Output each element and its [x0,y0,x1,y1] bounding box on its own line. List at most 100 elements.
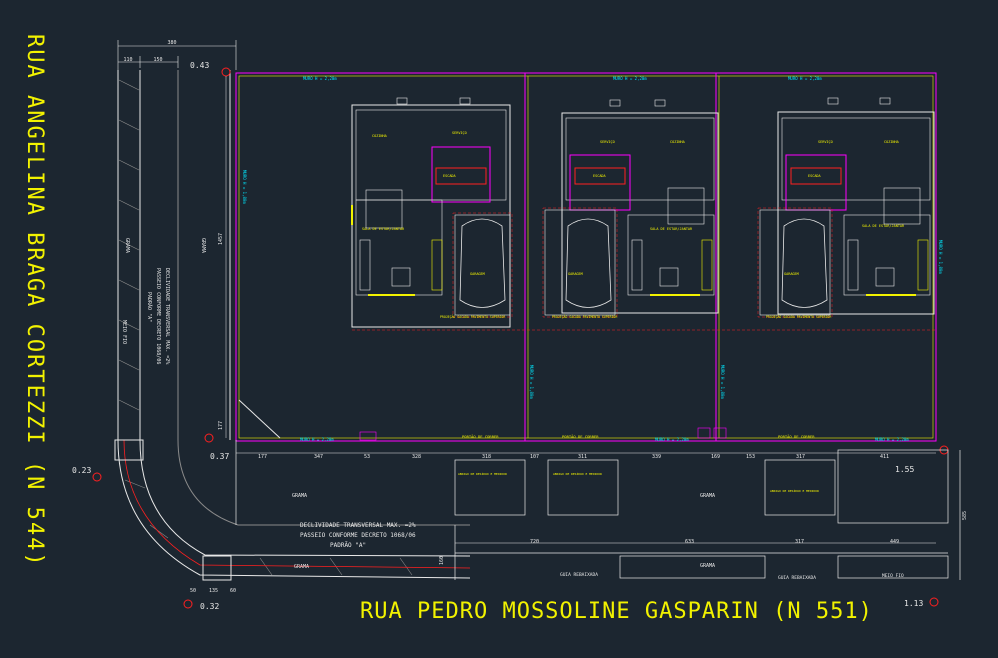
house3-garagem: GARAGEM [784,272,799,276]
level-marker [92,472,102,482]
padrao-vertical: PADRÃO "A" [146,292,153,322]
muro-side-3: MURO H = 1,80m [938,240,943,274]
guia-2: GUIA REBAIXADA [778,575,816,581]
block [454,459,526,516]
level-l3: 0.23 [72,466,91,475]
sofa [359,239,371,291]
kitchen-block [565,117,715,201]
portao-2: PORTÃO DE CORRER [562,434,599,439]
garage [759,209,831,316]
hatch [399,557,413,576]
portao-1: PORTÃO DE CORRER [462,434,499,439]
house3-servico: SERVIÇO [818,140,833,144]
dim-row-6: 311 [578,454,587,460]
meter-box [697,427,711,439]
muro-top-2: MURO H = 2,20m [613,76,647,81]
passeio-vertical: PASSEIO CONFORME DECRETO 1068/06 [155,268,161,364]
stair-magenta [431,146,491,203]
dim-row-5: 107 [530,454,539,460]
dim-row2-3: 449 [890,539,899,545]
sofa-b [431,239,443,291]
fixture [609,99,621,107]
sofa [631,239,643,291]
kitchen-block [781,117,931,201]
dining-table [883,187,921,225]
level-marker [221,67,231,77]
sidewalk-blocks [235,440,961,580]
grama-vertical-2: GRAMA [200,238,206,253]
street-bottom-name: RUA PEDRO MOSSOLINE GASPARIN (N 551) [360,599,873,624]
house1-servico: SERVIÇO [452,131,467,135]
hatch [118,119,140,131]
fixture [654,99,666,107]
corner-chamfer [238,399,281,439]
stair-magenta [785,154,847,211]
house3-projecao: PROJEÇÃO SACADA PAVIMENTO SUPERIOR [766,314,831,319]
car-3 [781,218,828,308]
house3-cozinha: COZINHA [884,140,900,144]
house-3-outline [777,111,935,315]
grama-vertical-1: GRAMA [124,238,130,253]
block [547,459,619,516]
armchair [875,267,895,287]
dim-bottom-1: 135 [209,588,218,594]
living-room [355,199,443,296]
abrigo-2: ABRIGO DE RESÍDUO E MEDIDOR [553,471,602,476]
hatch [149,524,169,539]
ramp-left [114,439,144,461]
level-l6: 1.13 [904,599,923,608]
dim-bottom-0: 50 [190,588,196,594]
abrigo-3: ABRIGO DE RESÍDUO E MEDIDOR [770,488,819,493]
house-1-outline [351,104,511,328]
dim-row-0: 177 [258,454,267,460]
level-l2: 0.37 [210,452,229,461]
house-1 [351,104,513,328]
garage-dashed [757,207,833,318]
left-sidewalk [117,70,471,579]
grama-3: GRAMA [294,564,309,570]
stair-red [574,167,626,185]
dim-vert-small: 177 [218,421,224,430]
garage [544,209,616,316]
dim-row-11: 411 [880,454,889,460]
hatch [118,239,140,251]
block-right [837,449,949,524]
dim-row-7: 339 [652,454,661,460]
stair-magenta [569,154,631,211]
grama-2: GRAMA [700,493,715,499]
fixture [459,97,471,105]
dim-vert-left: 1457 [218,233,224,245]
dim-row2-2: 317 [795,539,804,545]
wall-yellow [238,75,934,439]
hatch [118,199,140,211]
house1-cozinha: COZINHA [372,134,388,138]
house-2 [542,112,719,318]
decl-vertical: DECLIVIDADE TRANSVERSAL MAX. =2% [164,268,170,364]
dim-row-2: 53 [364,454,370,460]
meter-box [359,431,377,441]
guia-block-right [837,555,949,579]
house1-projecao: PROJEÇÃO SACADA PAVIMENTO SUPERIOR [440,314,505,319]
hatch [118,159,140,171]
hatch [259,557,273,576]
lot-boundary-magenta [235,72,937,442]
dim-row-10: 317 [796,454,805,460]
lot-outline [235,72,937,442]
guia-1: GUIA REBAIXADA [560,572,598,578]
meio-fio-vertical: MEIO FIO [121,320,127,344]
dim-row-8: 169 [711,454,720,460]
hatch [118,319,140,331]
car-2 [565,218,612,308]
level-l4: 0.32 [200,602,219,611]
stair-red [790,167,842,185]
house-2-outline [561,112,719,314]
house2-garagem: GARAGEM [568,272,583,276]
curb-inner-line [139,70,471,557]
block [764,459,836,516]
dim-top-b: 150 [153,57,162,63]
fixtures [359,97,891,441]
hatch [118,359,140,371]
meio-fio: MEIO FIO [882,573,904,579]
dining-table [667,187,705,225]
armchair [659,267,679,287]
